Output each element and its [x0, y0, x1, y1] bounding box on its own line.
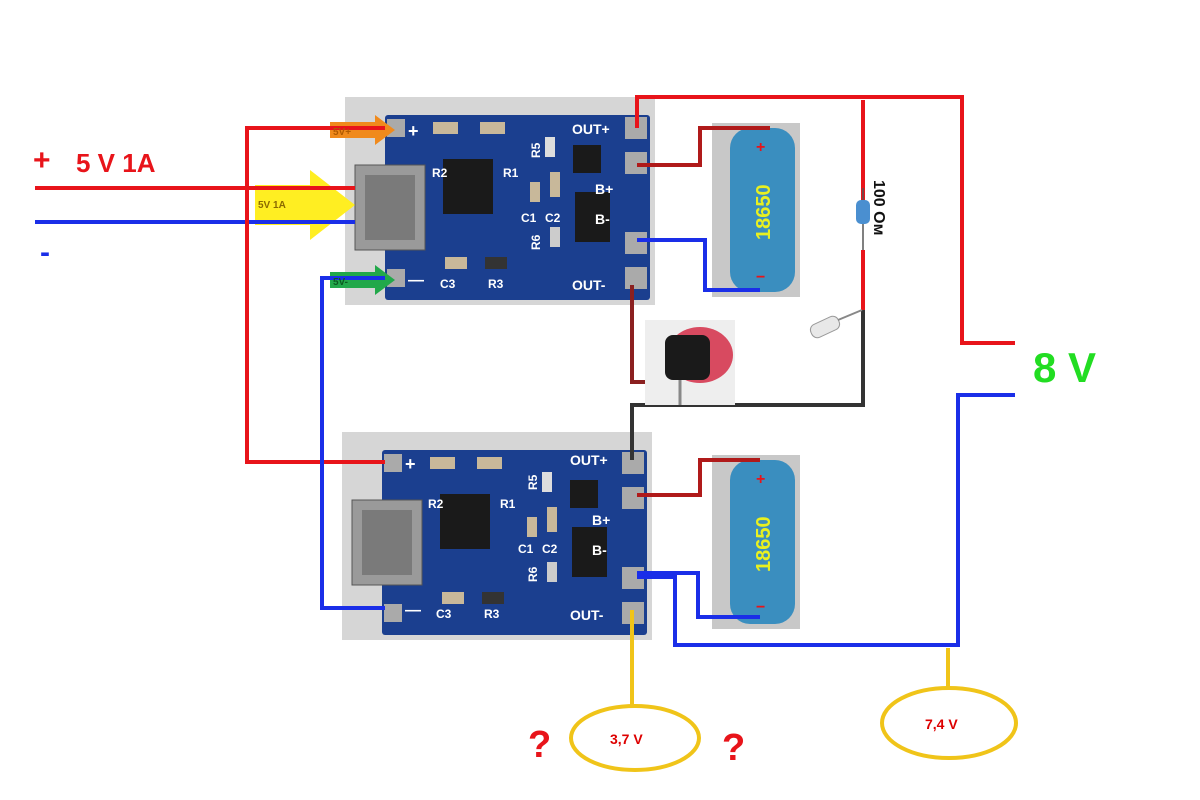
measurement-double: 7,4 V	[925, 716, 958, 732]
svg-text:OUT-: OUT-	[570, 607, 604, 623]
battery-bottom-plus: +	[756, 471, 765, 488]
svg-text:OUT+: OUT+	[570, 452, 608, 468]
svg-text:C2: C2	[545, 211, 561, 225]
resistor-label: 100 Ом	[870, 180, 887, 235]
switch-icon	[645, 320, 735, 405]
battery-top-plus: +	[756, 139, 765, 156]
input-minus: -	[40, 236, 50, 269]
svg-text:C1: C1	[518, 542, 534, 556]
battery-bottom-label: 18650	[753, 516, 775, 572]
svg-text:+: +	[408, 121, 419, 141]
svg-text:B+: B+	[592, 512, 610, 528]
battery-top-label: 18650	[753, 184, 775, 240]
wires	[35, 95, 1015, 705]
svg-text:R1: R1	[500, 497, 516, 511]
arrow-label-neg: 5V-	[333, 277, 348, 288]
svg-text:C3: C3	[440, 277, 456, 291]
svg-text:OUT-: OUT-	[572, 277, 606, 293]
svg-text:R6: R6	[529, 234, 543, 250]
svg-text:R3: R3	[484, 607, 500, 621]
svg-text:R2: R2	[428, 497, 444, 511]
question-mark-left: ?	[528, 724, 551, 766]
resistor-icon	[856, 200, 870, 224]
svg-text:B-: B-	[592, 542, 607, 558]
svg-text:—: —	[408, 272, 424, 289]
battery-bottom-minus: −	[756, 599, 765, 616]
svg-text:R2: R2	[432, 166, 448, 180]
measurement-single: 3,7 V	[610, 731, 643, 747]
output-voltage-label: 8 V	[1033, 344, 1096, 391]
svg-text:C3: C3	[436, 607, 452, 621]
battery-top-minus: −	[756, 269, 765, 286]
svg-text:C1: C1	[521, 211, 537, 225]
svg-text:OUT+: OUT+	[572, 121, 610, 137]
input-plus: +	[33, 144, 51, 177]
svg-text:R6: R6	[526, 566, 540, 582]
svg-text:B+: B+	[595, 181, 613, 197]
input-label: 5 V 1A	[76, 148, 156, 178]
svg-text:B-: B-	[595, 211, 610, 227]
arrow-label-pos: 5V+	[333, 127, 351, 138]
board-bottom-labels: + — OUT+ OUT- B+ B- R2 R1 C3 R3 C1 C2 R5…	[405, 452, 610, 623]
arrow-label-usb: 5V 1A	[258, 200, 286, 211]
svg-text:R3: R3	[488, 277, 504, 291]
svg-text:C2: C2	[542, 542, 558, 556]
measurement-ellipse-double	[880, 686, 1018, 760]
svg-text:—: —	[405, 602, 421, 619]
svg-text:R5: R5	[526, 474, 540, 490]
svg-text:+: +	[405, 454, 416, 474]
measurement-ellipse-single	[569, 704, 701, 772]
question-mark-right: ?	[722, 727, 745, 769]
led-icon	[809, 309, 863, 339]
svg-text:R1: R1	[503, 166, 519, 180]
svg-text:R5: R5	[529, 142, 543, 158]
board-top-labels: + — OUT+ OUT- B+ B- R2 R1 C3 R3 C1 C2 R5…	[408, 121, 613, 293]
